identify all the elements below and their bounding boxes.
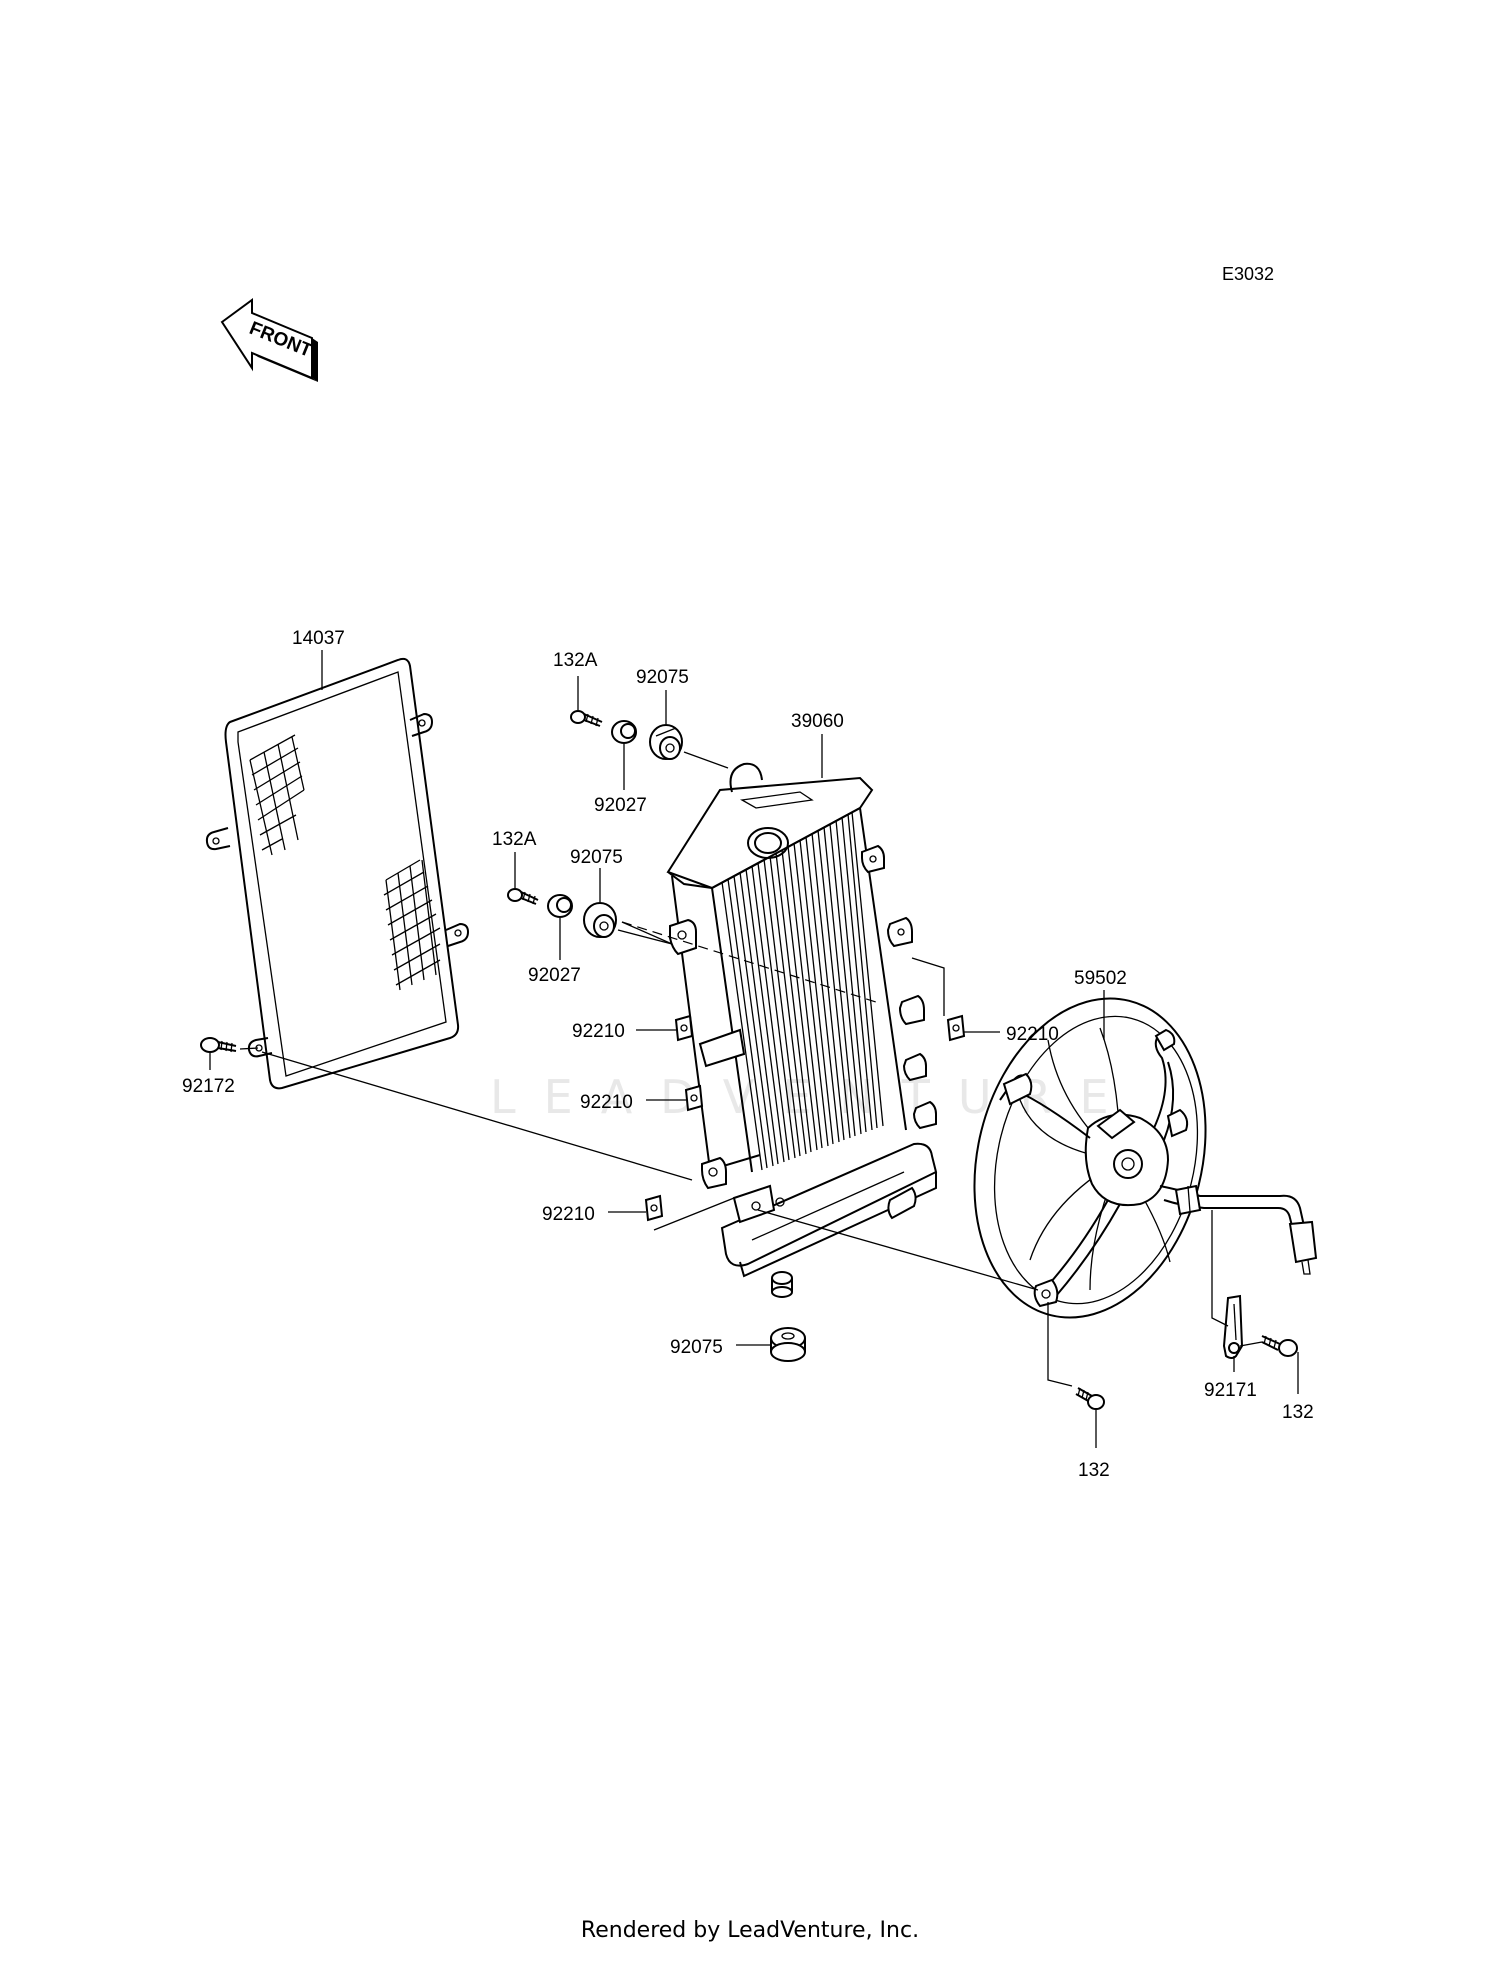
clip-nut-right: [911, 957, 1000, 1042]
diagram-code: E3032: [1222, 264, 1275, 284]
clip-nut-left-lower: [608, 1194, 735, 1231]
bracket-92171: [1211, 1210, 1244, 1372]
label-132-right: 132: [1282, 1402, 1314, 1423]
label-92075-bottom: 92075: [670, 1337, 723, 1358]
fan-assembly: [973, 990, 1318, 1319]
label-132A-mid: 132A: [492, 829, 537, 850]
label-92027-mid: 92027: [528, 965, 581, 986]
radiator-screen: [205, 650, 470, 1090]
label-92210-left-middle: 92210: [580, 1092, 633, 1113]
label-92075-mid: 92075: [570, 847, 623, 868]
label-92210-left-lower: 92210: [542, 1204, 595, 1225]
label-92075-top: 92075: [636, 667, 689, 688]
clip-nut-left-upper: [636, 1014, 694, 1042]
clip-nut-left-middle: [646, 1084, 704, 1112]
upper-mount-hardware: [570, 676, 729, 790]
label-92210-left-upper: 92210: [572, 1021, 625, 1042]
footer-credit: Rendered by LeadVenture, Inc.: [580, 1918, 920, 1943]
bolt-132-right: [1239, 1335, 1299, 1394]
label-39060: 39060: [791, 711, 844, 732]
label-132-bottom: 132: [1078, 1460, 1110, 1481]
label-132A-top: 132A: [553, 650, 598, 671]
label-92027-top: 92027: [594, 795, 647, 816]
front-arrow-icon: FRONT: [220, 298, 318, 382]
label-92172: 92172: [182, 1076, 235, 1097]
bottom-grommet: [736, 1327, 806, 1362]
bolt-92172: [200, 1037, 259, 1070]
bolt-132-bottom: [1075, 1387, 1105, 1448]
label-59502: 59502: [1074, 968, 1127, 989]
label-92171: 92171: [1204, 1380, 1257, 1401]
radiator-core: [666, 734, 938, 1298]
middle-mount-hardware: [507, 852, 673, 960]
label-14037: 14037: [292, 628, 345, 649]
